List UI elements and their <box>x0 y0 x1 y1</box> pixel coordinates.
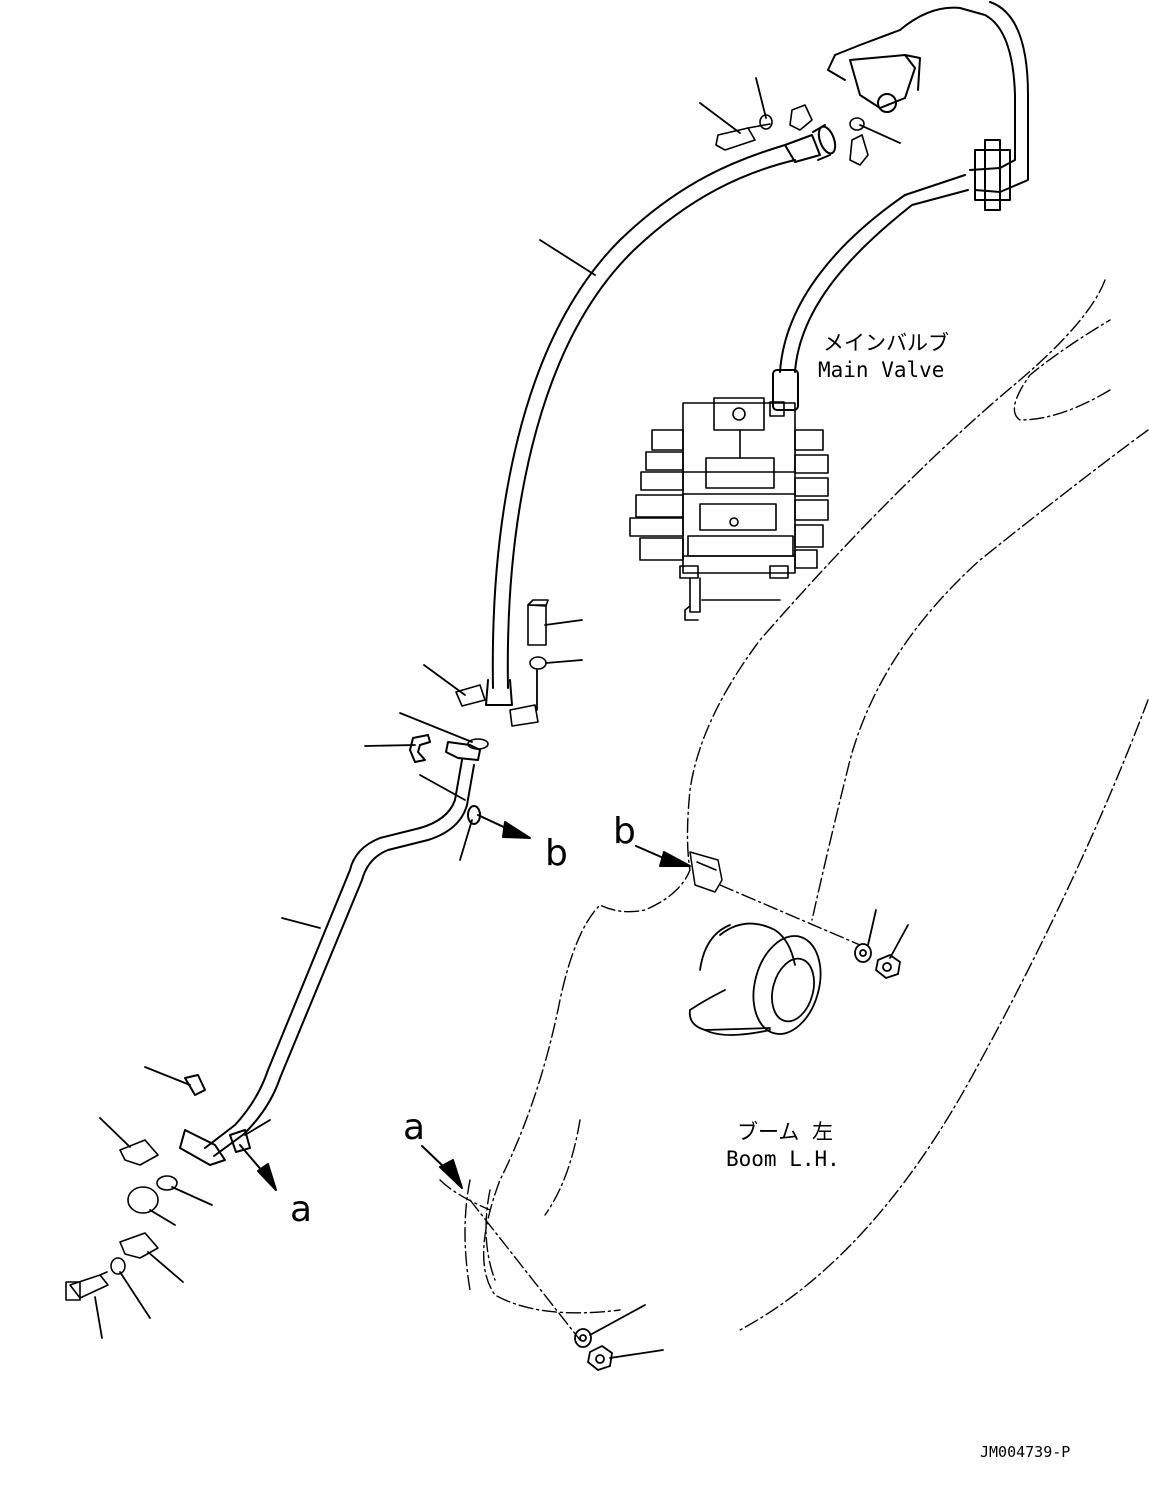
boom-label-en: Boom L.H. <box>726 1147 840 1171</box>
boom-boss <box>688 922 822 1036</box>
boom-outline <box>439 279 1149 1341</box>
boom-hardware <box>574 943 901 1371</box>
arrows <box>239 814 691 1191</box>
main-valve-body <box>629 397 829 621</box>
lower-pipe <box>179 734 481 1166</box>
boom-label-jp: ブーム 左 <box>737 1120 834 1144</box>
reference-b-upper: b <box>613 811 636 852</box>
upper-hose-to-valve <box>772 1 1029 411</box>
long-hose <box>485 124 837 706</box>
drawing-code: JM004739-P <box>980 1443 1071 1461</box>
main-valve-label-en: Main Valve <box>818 358 945 382</box>
reference-b-lower: b <box>545 833 568 874</box>
reference-a-lower: a <box>290 1189 313 1230</box>
lower-fittings <box>65 1139 178 1301</box>
leader-lines <box>94 77 909 1359</box>
upper-fittings <box>455 104 869 750</box>
reference-a-upper: a <box>403 1107 426 1148</box>
main-valve-label-jp: メインバルブ <box>823 331 949 355</box>
boom-bracket-b <box>689 851 723 893</box>
